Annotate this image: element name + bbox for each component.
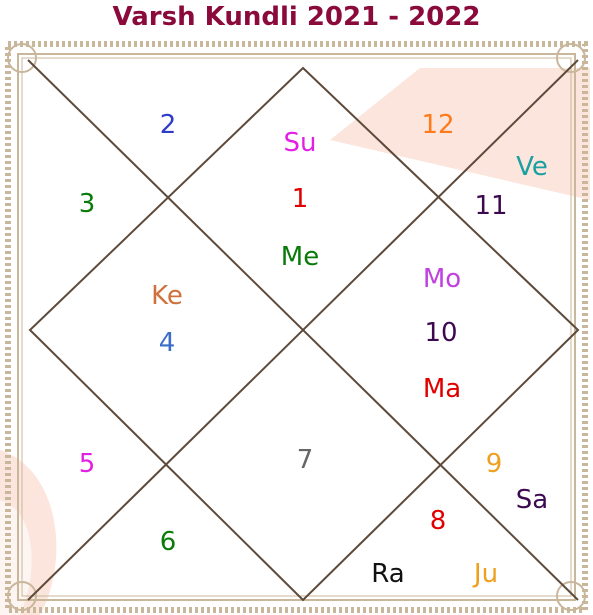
planet-mars: Ma (423, 374, 461, 404)
house-number-11: 11 (474, 191, 507, 221)
house-number-9: 9 (486, 449, 503, 479)
house-number-6: 6 (160, 527, 177, 557)
planet-sun: Su (284, 128, 317, 158)
house-numbers: 1 2 3 4 5 6 7 8 9 10 11 12 (79, 110, 508, 557)
planet-jupiter: Ju (472, 559, 498, 589)
planet-mercury: Me (281, 242, 319, 272)
house-number-12: 12 (421, 110, 454, 140)
house-number-5: 5 (79, 449, 96, 479)
house-number-4: 4 (159, 328, 176, 358)
house-number-3: 3 (79, 189, 96, 219)
house-number-2: 2 (160, 110, 177, 140)
house-number-10: 10 (424, 318, 457, 348)
planet-venus: Ve (516, 152, 548, 182)
house-number-8: 8 (430, 506, 447, 536)
house-number-1: 1 (292, 184, 309, 214)
planet-moon: Mo (423, 264, 461, 294)
planet-rahu: Ra (371, 559, 404, 589)
planet-saturn: Sa (516, 485, 548, 515)
house-number-7: 7 (297, 445, 314, 475)
planet-ketu: Ke (151, 281, 183, 311)
